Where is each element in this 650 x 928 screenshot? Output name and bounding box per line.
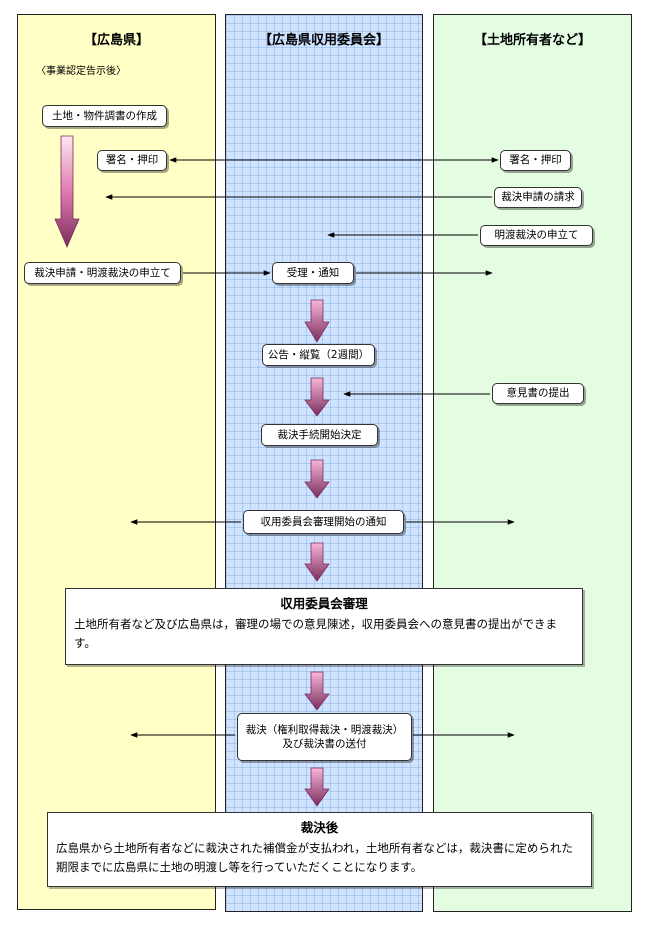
flow-arrow-2 [304,377,330,417]
review-box: 収用委員会審理 土地所有者など及び広島県は，審理の場での意見陳述，収用委員会への… [65,588,583,665]
flow-arrow-4 [304,542,330,582]
step-sign-prefecture: 署名・押印 [97,150,167,171]
step-start-decision: 裁決手続開始決定 [261,424,378,446]
flow-arrow-prefecture [54,135,80,249]
after-box: 裁決後 広島県から土地所有者などに裁決された補償金が支払われ，土地所有者などは，… [47,812,592,887]
flow-arrow-3 [304,459,330,499]
step-public-notice: 公告・縦覧（2週間） [262,344,375,366]
review-text: 土地所有者など及び広島県は，審理の場での意見陳述，収用委員会への意見書の提出がで… [74,617,557,650]
after-text: 広島県から土地所有者などに裁決された補償金が支払われ，土地所有者などは，裁決書に… [56,841,573,874]
committee-column: 【広島県収用委員会】 [225,14,423,912]
note-after-approval: 〈事業認定告示後〉 [36,66,126,77]
ruling-line-1: 裁決（権利取得裁決・明渡裁決） [245,723,404,736]
step-ruling: 裁決（権利取得裁決・明渡裁決） 及び裁決書の送付 [237,713,412,761]
step-request-eviction: 明渡裁決の申立て [480,225,593,246]
step-receive-notify: 受理・通知 [272,262,354,284]
flow-arrow-6 [304,767,330,807]
flow-arrow-5 [304,671,330,711]
prefecture-column-header: 【広島県】 [83,33,149,48]
step-sign-owner: 署名・押印 [500,150,571,171]
step-apply: 裁決申請・明渡裁決の申立て [24,262,181,284]
step-submit-opinion: 意見書の提出 [492,383,584,404]
step-review-start-notice: 収用委員会審理開始の通知 [243,510,404,534]
owners-column-header: 【土地所有者など】 [473,33,591,48]
ruling-line-2: 及び裁決書の送付 [282,738,367,750]
step-survey: 土地・物件調書の作成 [42,105,167,127]
after-title: 裁決後 [300,820,339,835]
committee-column-header: 【広島県収用委員会】 [258,33,389,48]
flow-arrow-1 [304,299,330,343]
step-request-ruling: 裁決申請の請求 [494,187,582,208]
review-title: 収用委員会審理 [280,596,368,611]
